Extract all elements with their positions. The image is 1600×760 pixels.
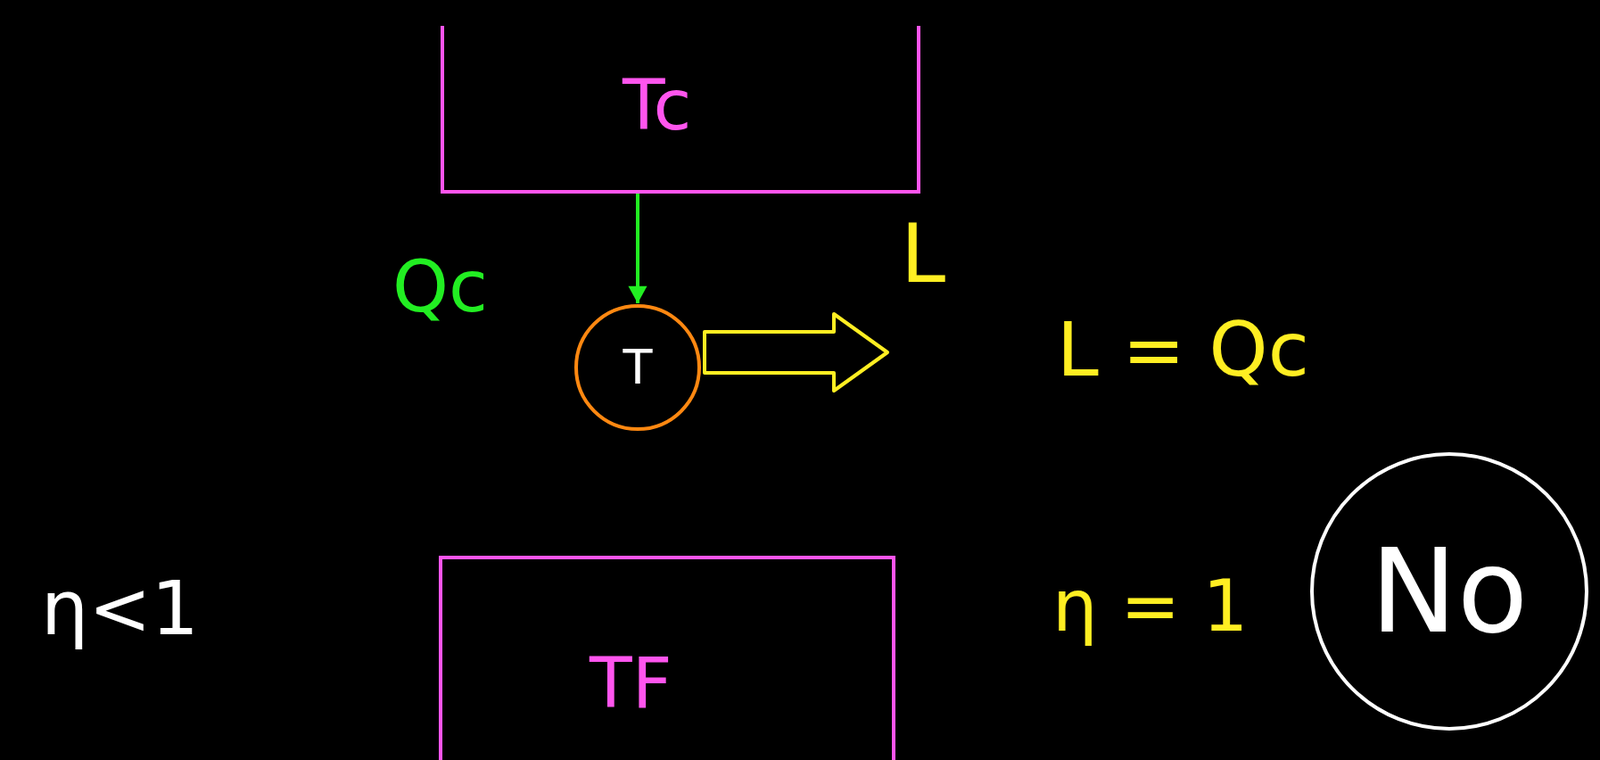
heat-label: Qc [392,251,488,323]
heat-flow-arrow [627,193,647,304]
node-text: Tc [622,70,692,141]
work-arrow [704,313,888,391]
efficiency-label: η = 1 [1052,570,1249,643]
node-text: T [623,343,653,392]
engine-circle: T [573,303,702,432]
hot-reservoir: Tc [440,25,921,194]
node-text: TF [589,648,673,718]
node-text: No [1370,533,1529,650]
cold-reservoir: TF [438,555,896,760]
efficiency-label: η<1 [41,570,199,646]
work-label: L [900,214,946,295]
no-circle: No [1309,451,1590,732]
equation-label: L = Qc [1056,312,1310,388]
